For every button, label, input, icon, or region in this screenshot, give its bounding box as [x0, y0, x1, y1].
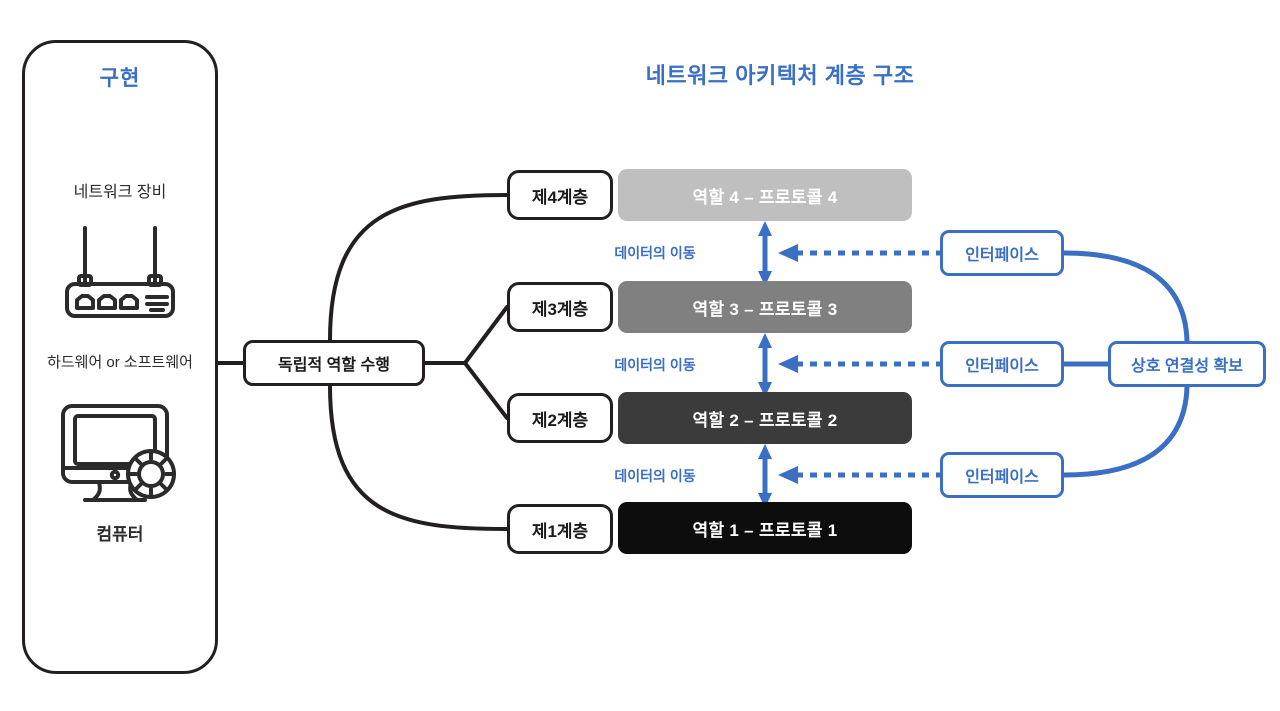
router-icon [65, 226, 175, 318]
connector-center-to-layer1 [328, 384, 509, 531]
layer-label-3[interactable]: 제3계층 [507, 282, 613, 332]
dotted-arrowhead-3 [778, 466, 798, 484]
layer-label-4[interactable]: 제4계층 [507, 170, 613, 220]
connector-center-to-layer3 [423, 305, 509, 365]
connector-center-to-layer4 [328, 193, 509, 342]
data-movement-label-1: 데이터의 이동 [614, 245, 696, 261]
data-movement-arrow-3 [758, 444, 772, 508]
data-movement-arrow-2 [758, 333, 772, 397]
center-node-independent-role[interactable]: 독립적 역할 수행 [243, 340, 425, 386]
data-movement-label-2: 데이터의 이동 [614, 357, 696, 373]
layer-bar-2[interactable]: 역할 2 – 프로토콜 2 [618, 392, 912, 444]
interface-box-2[interactable]: 인터페이스 [940, 341, 1064, 387]
data-movement-label-3: 데이터의 이동 [614, 468, 696, 484]
implementation-panel [22, 40, 218, 674]
layer-label-1[interactable]: 제1계층 [507, 504, 613, 554]
dotted-arrowhead-1 [778, 244, 798, 262]
data-movement-arrow-1 [758, 221, 772, 286]
interface-box-3[interactable]: 인터페이스 [940, 452, 1064, 498]
implementation-item-label-hardware-software: 하드웨어 or 소프트웨어 [47, 353, 193, 371]
implementation-caption-computer: 컴퓨터 [96, 524, 144, 544]
page-title: 네트워크 아키텍처 계층 구조 [645, 63, 915, 88]
implementation-item-label-network-device: 네트워크 장비 [73, 184, 167, 201]
dotted-arrowhead-2 [778, 355, 798, 373]
layer-bar-1[interactable]: 역할 1 – 프로토콜 1 [618, 502, 912, 554]
implementation-panel-title: 구현 [99, 67, 141, 90]
connector-iface1-to-interconnect [1061, 250, 1190, 344]
layer-bar-4[interactable]: 역할 4 – 프로토콜 4 [618, 169, 912, 221]
layer-label-2[interactable]: 제2계층 [507, 393, 613, 443]
connector-iface3-to-interconnect [1061, 384, 1190, 478]
interconnect-node[interactable]: 상호 연결성 확보 [1108, 341, 1266, 387]
layer-bar-3[interactable]: 역할 3 – 프로토콜 3 [618, 281, 912, 333]
interface-box-1[interactable]: 인터페이스 [940, 230, 1064, 276]
computer-gear-icon [61, 404, 176, 502]
connector-center-to-layer2 [423, 361, 509, 420]
